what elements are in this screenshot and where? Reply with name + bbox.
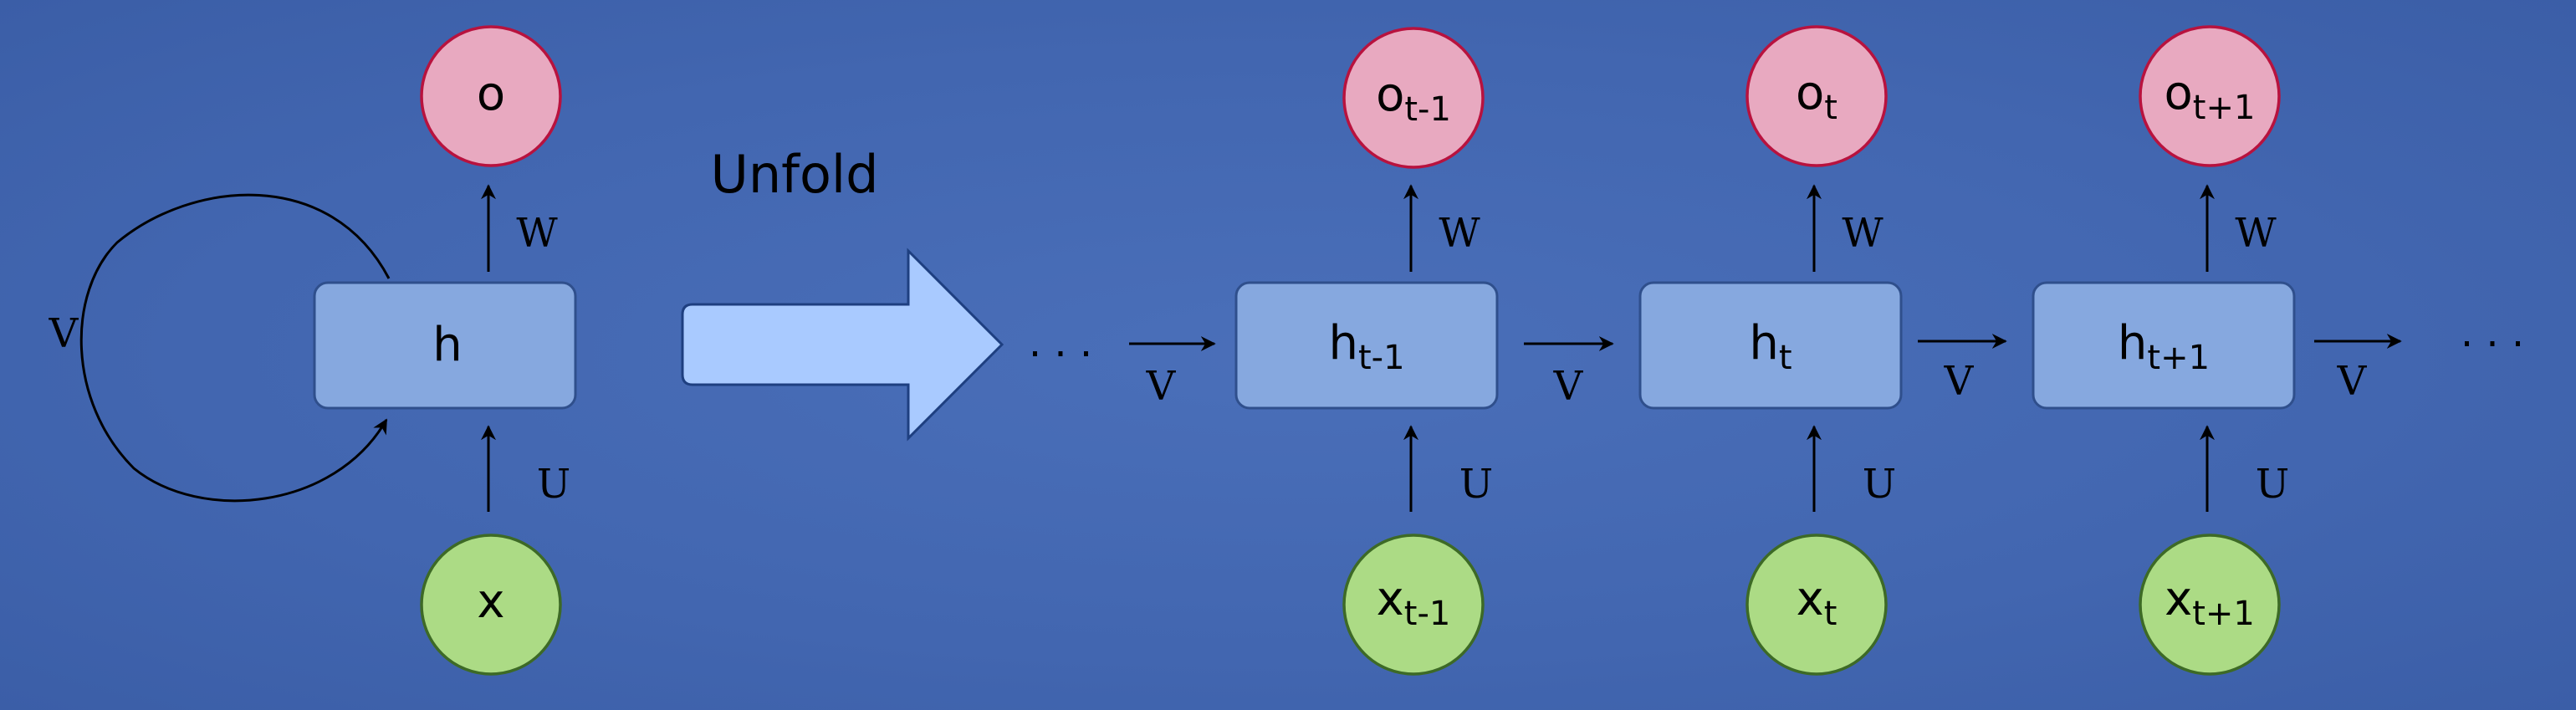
input-node-t+1 [2139, 534, 2281, 676]
output-label-t+1: ot+1 [2165, 66, 2256, 127]
timestep-t+1: ot+1 ht+1 xt+1 W U [2032, 25, 2296, 676]
input-label-t+1: xt+1 [2165, 572, 2255, 633]
trailing-ellipsis: · · · [2461, 321, 2524, 368]
folded-input-label: x [477, 575, 504, 629]
output-node-t+1 [2139, 25, 2281, 167]
hidden-node-t-1 [1234, 281, 1499, 410]
folded-output-label: o [477, 67, 505, 121]
u-label-t+1: U [2256, 461, 2289, 508]
input-label-t: xt [1797, 572, 1837, 633]
unfold-arrow: Unfold [681, 144, 1004, 442]
folded-output-node [420, 25, 562, 167]
folded-hidden-node [313, 281, 577, 410]
w-label-t: W [1842, 210, 1883, 257]
hidden-label-t-1: ht-1 [1328, 316, 1404, 377]
w-label-t-1: W [1439, 210, 1480, 257]
hidden-node-t [1638, 281, 1903, 410]
hidden-label-t+1: ht+1 [2118, 316, 2210, 377]
folded-input-node [420, 534, 562, 676]
v-label-t-to-t+1: V [1944, 358, 1975, 405]
folded-u-label: U [537, 461, 570, 508]
input-label-t-1: xt-1 [1377, 572, 1451, 633]
recurrent-loop-edge [79, 193, 391, 503]
input-node-t [1745, 534, 1888, 676]
output-label-t-1: ot-1 [1376, 68, 1451, 129]
output-node-t [1745, 25, 1888, 167]
u-label-t-1: U [1459, 461, 1493, 508]
hidden-node-t+1 [2032, 281, 2296, 410]
timestep-t: ot ht xt W U [1638, 25, 1903, 676]
folded-w-label: W [516, 210, 558, 257]
folded-rnn: V o h x W U [49, 25, 577, 676]
input-node-t-1 [1342, 534, 1485, 676]
timestep-t-1: ot-1 ht-1 xt-1 W U [1234, 27, 1499, 676]
v-label-t-1-to-t: V [1553, 363, 1584, 410]
unfold-label: Unfold [710, 144, 878, 205]
folded-recurrent-weight-label: V [49, 310, 79, 357]
output-node-t-1 [1342, 27, 1485, 169]
incoming-v-label: V [1146, 363, 1177, 410]
big-unfold-arrow-icon [681, 248, 1004, 442]
outgoing-v-label: V [2337, 358, 2368, 405]
output-label-t: ot [1796, 66, 1837, 127]
w-label-t+1: W [2235, 210, 2277, 257]
folded-hidden-label: h [432, 318, 463, 372]
unfolded-rnn: · · · V ot-1 ht-1 xt-1 W U V ot ht [1029, 25, 2524, 676]
u-label-t: U [1863, 461, 1896, 508]
leading-ellipsis: · · · [1029, 331, 1092, 378]
hidden-label-t: ht [1749, 316, 1791, 377]
